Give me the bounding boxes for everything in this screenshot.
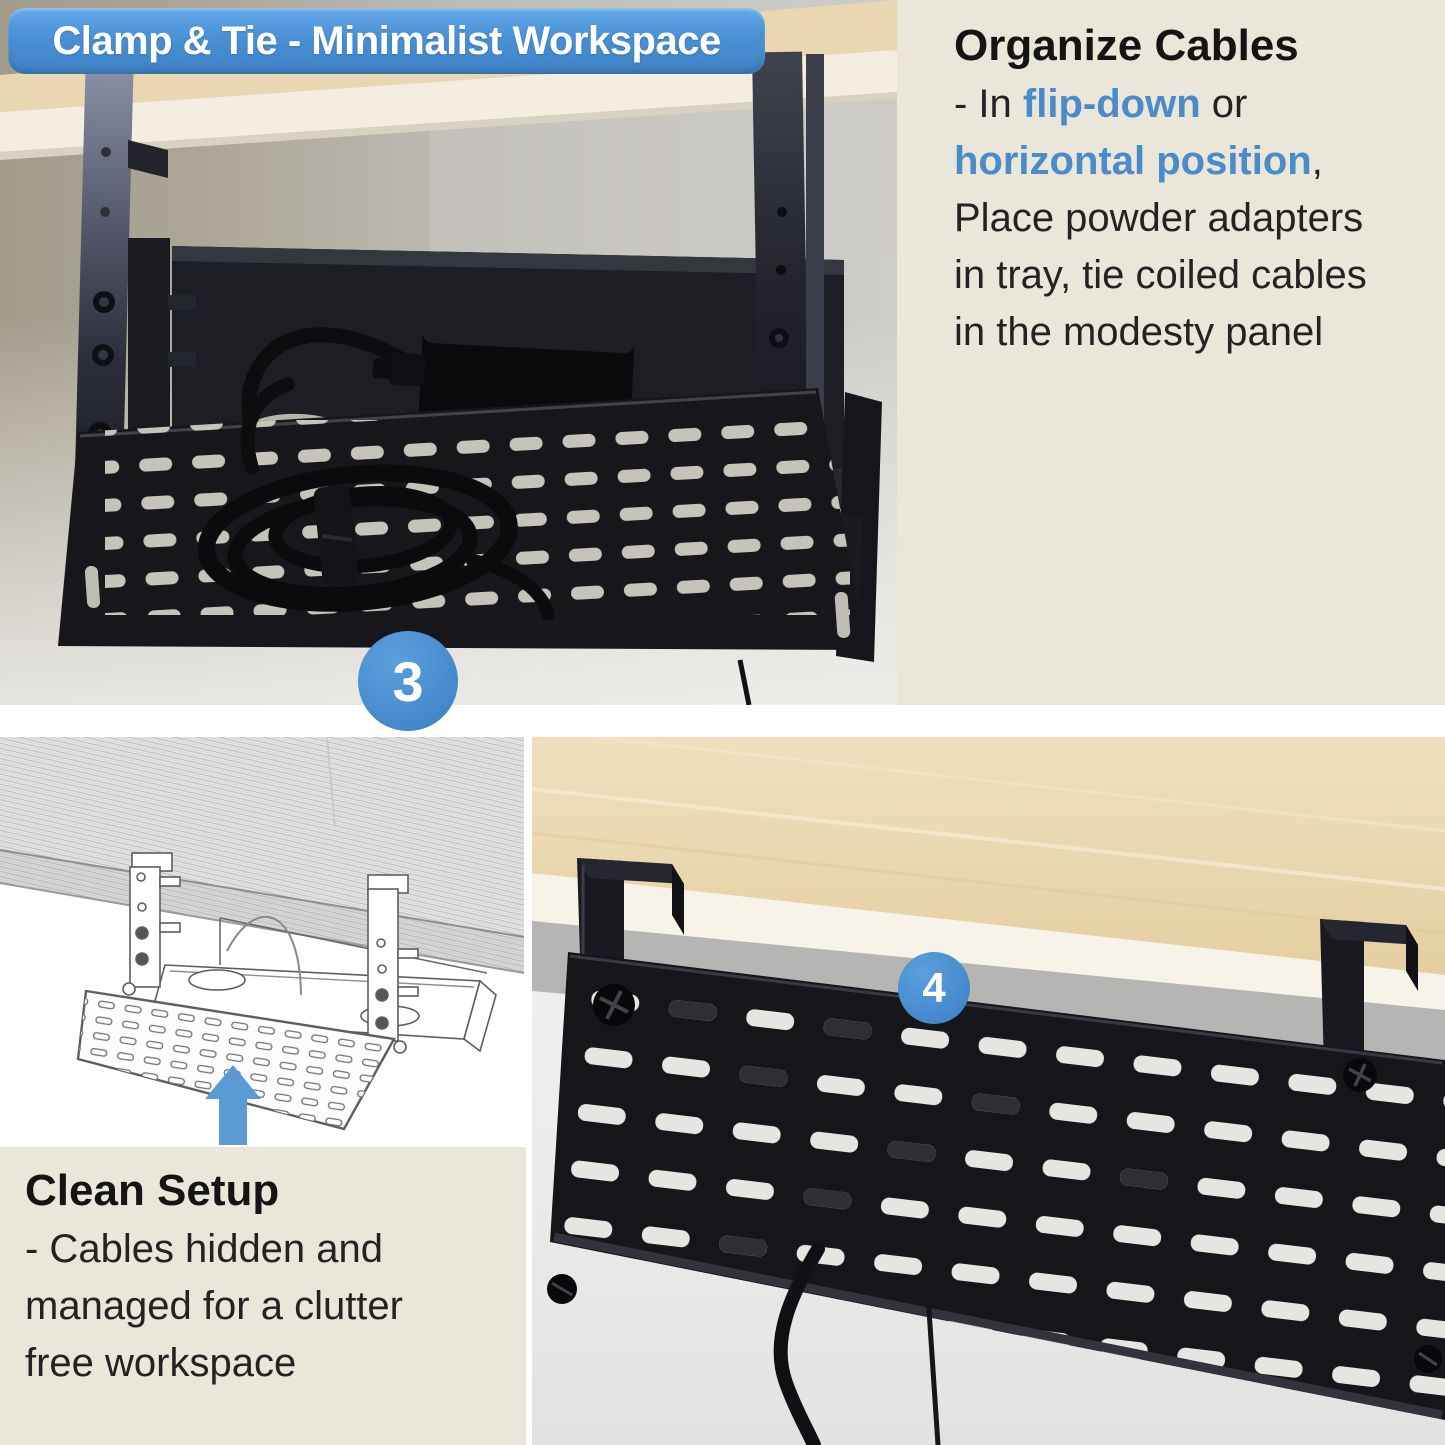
panel-line: Place powder adapters [954, 196, 1364, 240]
banner-title: Clamp & Tie - Minimalist Workspace [52, 18, 721, 63]
panel-line: free workspace [25, 1341, 297, 1385]
panel-line: horizontal position, [954, 139, 1323, 183]
panel-line: managed for a clutter [25, 1284, 403, 1328]
panel-screws [547, 984, 1442, 1373]
sketch-desk [0, 737, 524, 974]
photo-horizontal-panel [532, 737, 1445, 1445]
desk-top [532, 737, 1445, 1070]
coiled-cable [197, 377, 555, 621]
step-4-number: 4 [922, 964, 946, 1011]
panel-line: in the modesty panel [954, 310, 1324, 354]
photo-flip-down-tray [0, 0, 897, 705]
panel-heading: Clean Setup [25, 1166, 280, 1215]
panel-line: in tray, tie coiled cables [954, 253, 1367, 297]
hanging-cable [773, 1242, 941, 1445]
clean-setup-panel: Clean Setup - Cables hidden and managed … [0, 1147, 526, 1445]
step-4-badge: 4 [898, 952, 970, 1024]
step-3-badge: 3 [358, 631, 458, 731]
title-banner: Clamp & Tie - Minimalist Workspace [8, 8, 765, 74]
panel-line: - In flip-down or [954, 82, 1248, 126]
panel-heading: Organize Cables [954, 21, 1299, 70]
panel-line: - Cables hidden and [25, 1227, 384, 1271]
sketch-tray [76, 852, 497, 1131]
cable-shadow-slots [668, 1000, 1168, 1257]
step-3-number: 3 [392, 649, 424, 713]
up-arrow-icon [205, 1065, 261, 1145]
organize-cables-panel: Organize Cables - In flip-down or horizo… [897, 0, 1445, 705]
line-drawing [0, 737, 524, 1147]
desk-hook-right [1320, 919, 1418, 1071]
